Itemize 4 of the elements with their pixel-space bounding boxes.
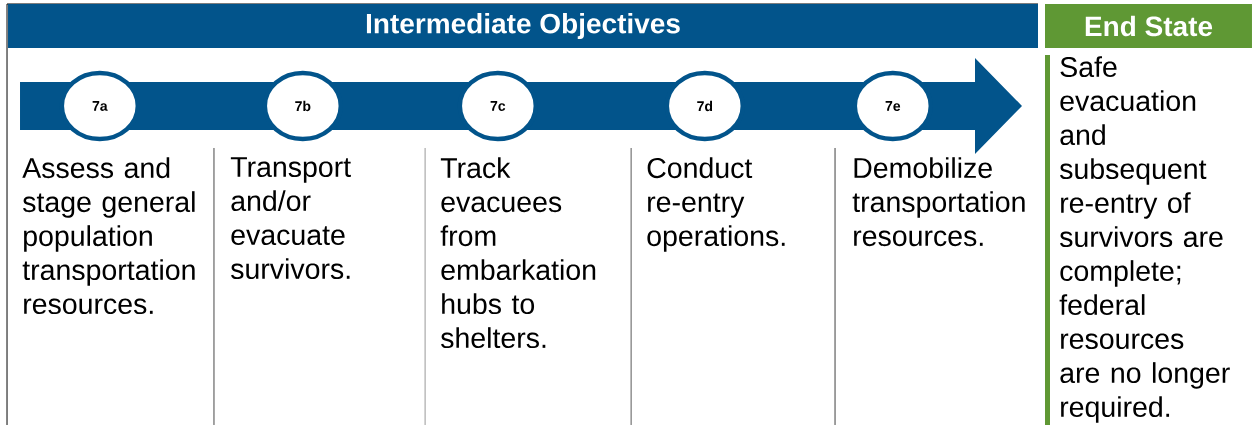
step-description: Demobilize transportation resources. xyxy=(852,157,1025,247)
header-band: Intermediate Objectives xyxy=(8,4,1038,48)
header-band: End State xyxy=(1045,4,1252,48)
end-state-text: Safe evacuation and subsequent re-entry of survivors are complete; federal resources are no longer required. xyxy=(1059,56,1230,423)
